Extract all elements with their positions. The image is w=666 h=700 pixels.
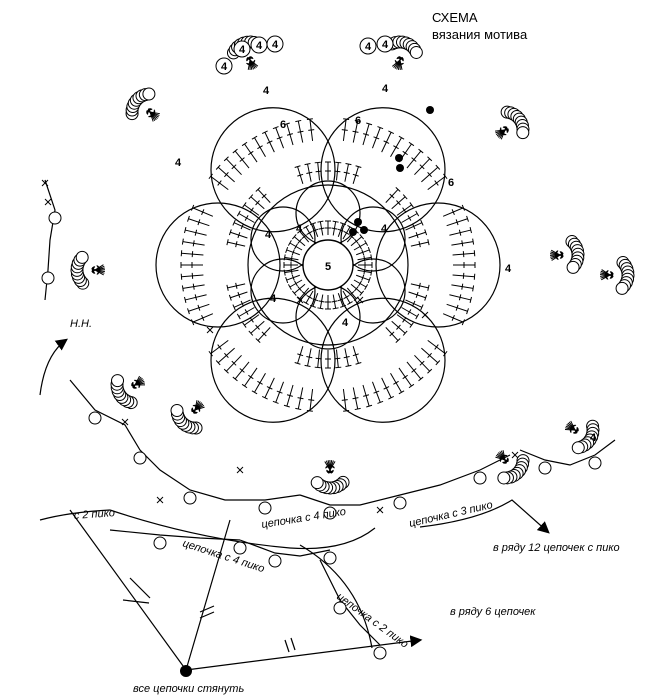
tighten-point xyxy=(180,665,192,677)
numbered-picots: 4 4 4 4 4 4 xyxy=(215,35,394,75)
round-label-petal-2: 6 xyxy=(355,115,361,127)
picot-circles xyxy=(41,35,635,660)
svg-text:4: 4 xyxy=(365,41,372,53)
center-ring-number: 5 xyxy=(325,261,331,273)
label-row-12-chains: в ряду 12 цепочек с пико xyxy=(493,542,620,554)
round-label-inner-5: 4 xyxy=(265,229,272,241)
label-chain-4-picot-top: цепочка с 4 пико xyxy=(261,506,347,531)
round-label-inner-1: 4 xyxy=(296,223,303,235)
svg-text:4: 4 xyxy=(272,39,279,51)
diagram-title: СХЕМА xyxy=(432,10,478,25)
label-chain-2-picot: цепочка с 2 пико xyxy=(334,591,410,651)
svg-text:4: 4 xyxy=(239,44,246,56)
round-label-edge-2: 4 xyxy=(263,85,270,97)
round-label-edge-1: 4 xyxy=(175,157,182,169)
label-row-6-chains: в ряду 6 цепочек xyxy=(450,606,536,618)
diagram-subtitle: вязания мотива xyxy=(432,27,528,42)
svg-text:4: 4 xyxy=(256,40,263,52)
stitch-symbols xyxy=(41,56,614,514)
round-label-inner-4: 4 xyxy=(342,317,349,329)
label-tighten-all: все цепочки стянуть xyxy=(133,683,244,695)
round-label-petal-3: 6 xyxy=(448,177,454,189)
center-ring xyxy=(302,239,354,291)
label-picot-2: с 2 пико xyxy=(73,507,115,522)
svg-text:4: 4 xyxy=(221,61,228,73)
join-markers xyxy=(349,106,434,236)
round-label-edge-4: 4 xyxy=(505,263,512,275)
round-label-petal-1: 6 xyxy=(280,119,286,131)
construction-lines xyxy=(39,338,550,671)
svg-text:4: 4 xyxy=(382,39,389,51)
round-label-inner-2: 4 xyxy=(381,223,388,235)
round-label-edge-3: 4 xyxy=(382,83,389,95)
start-label: Н.Н. xyxy=(70,318,92,330)
round-label-inner-3: 4 xyxy=(270,293,277,305)
motif-structure xyxy=(44,107,616,646)
round-label-edge-5: 4 xyxy=(590,432,597,444)
